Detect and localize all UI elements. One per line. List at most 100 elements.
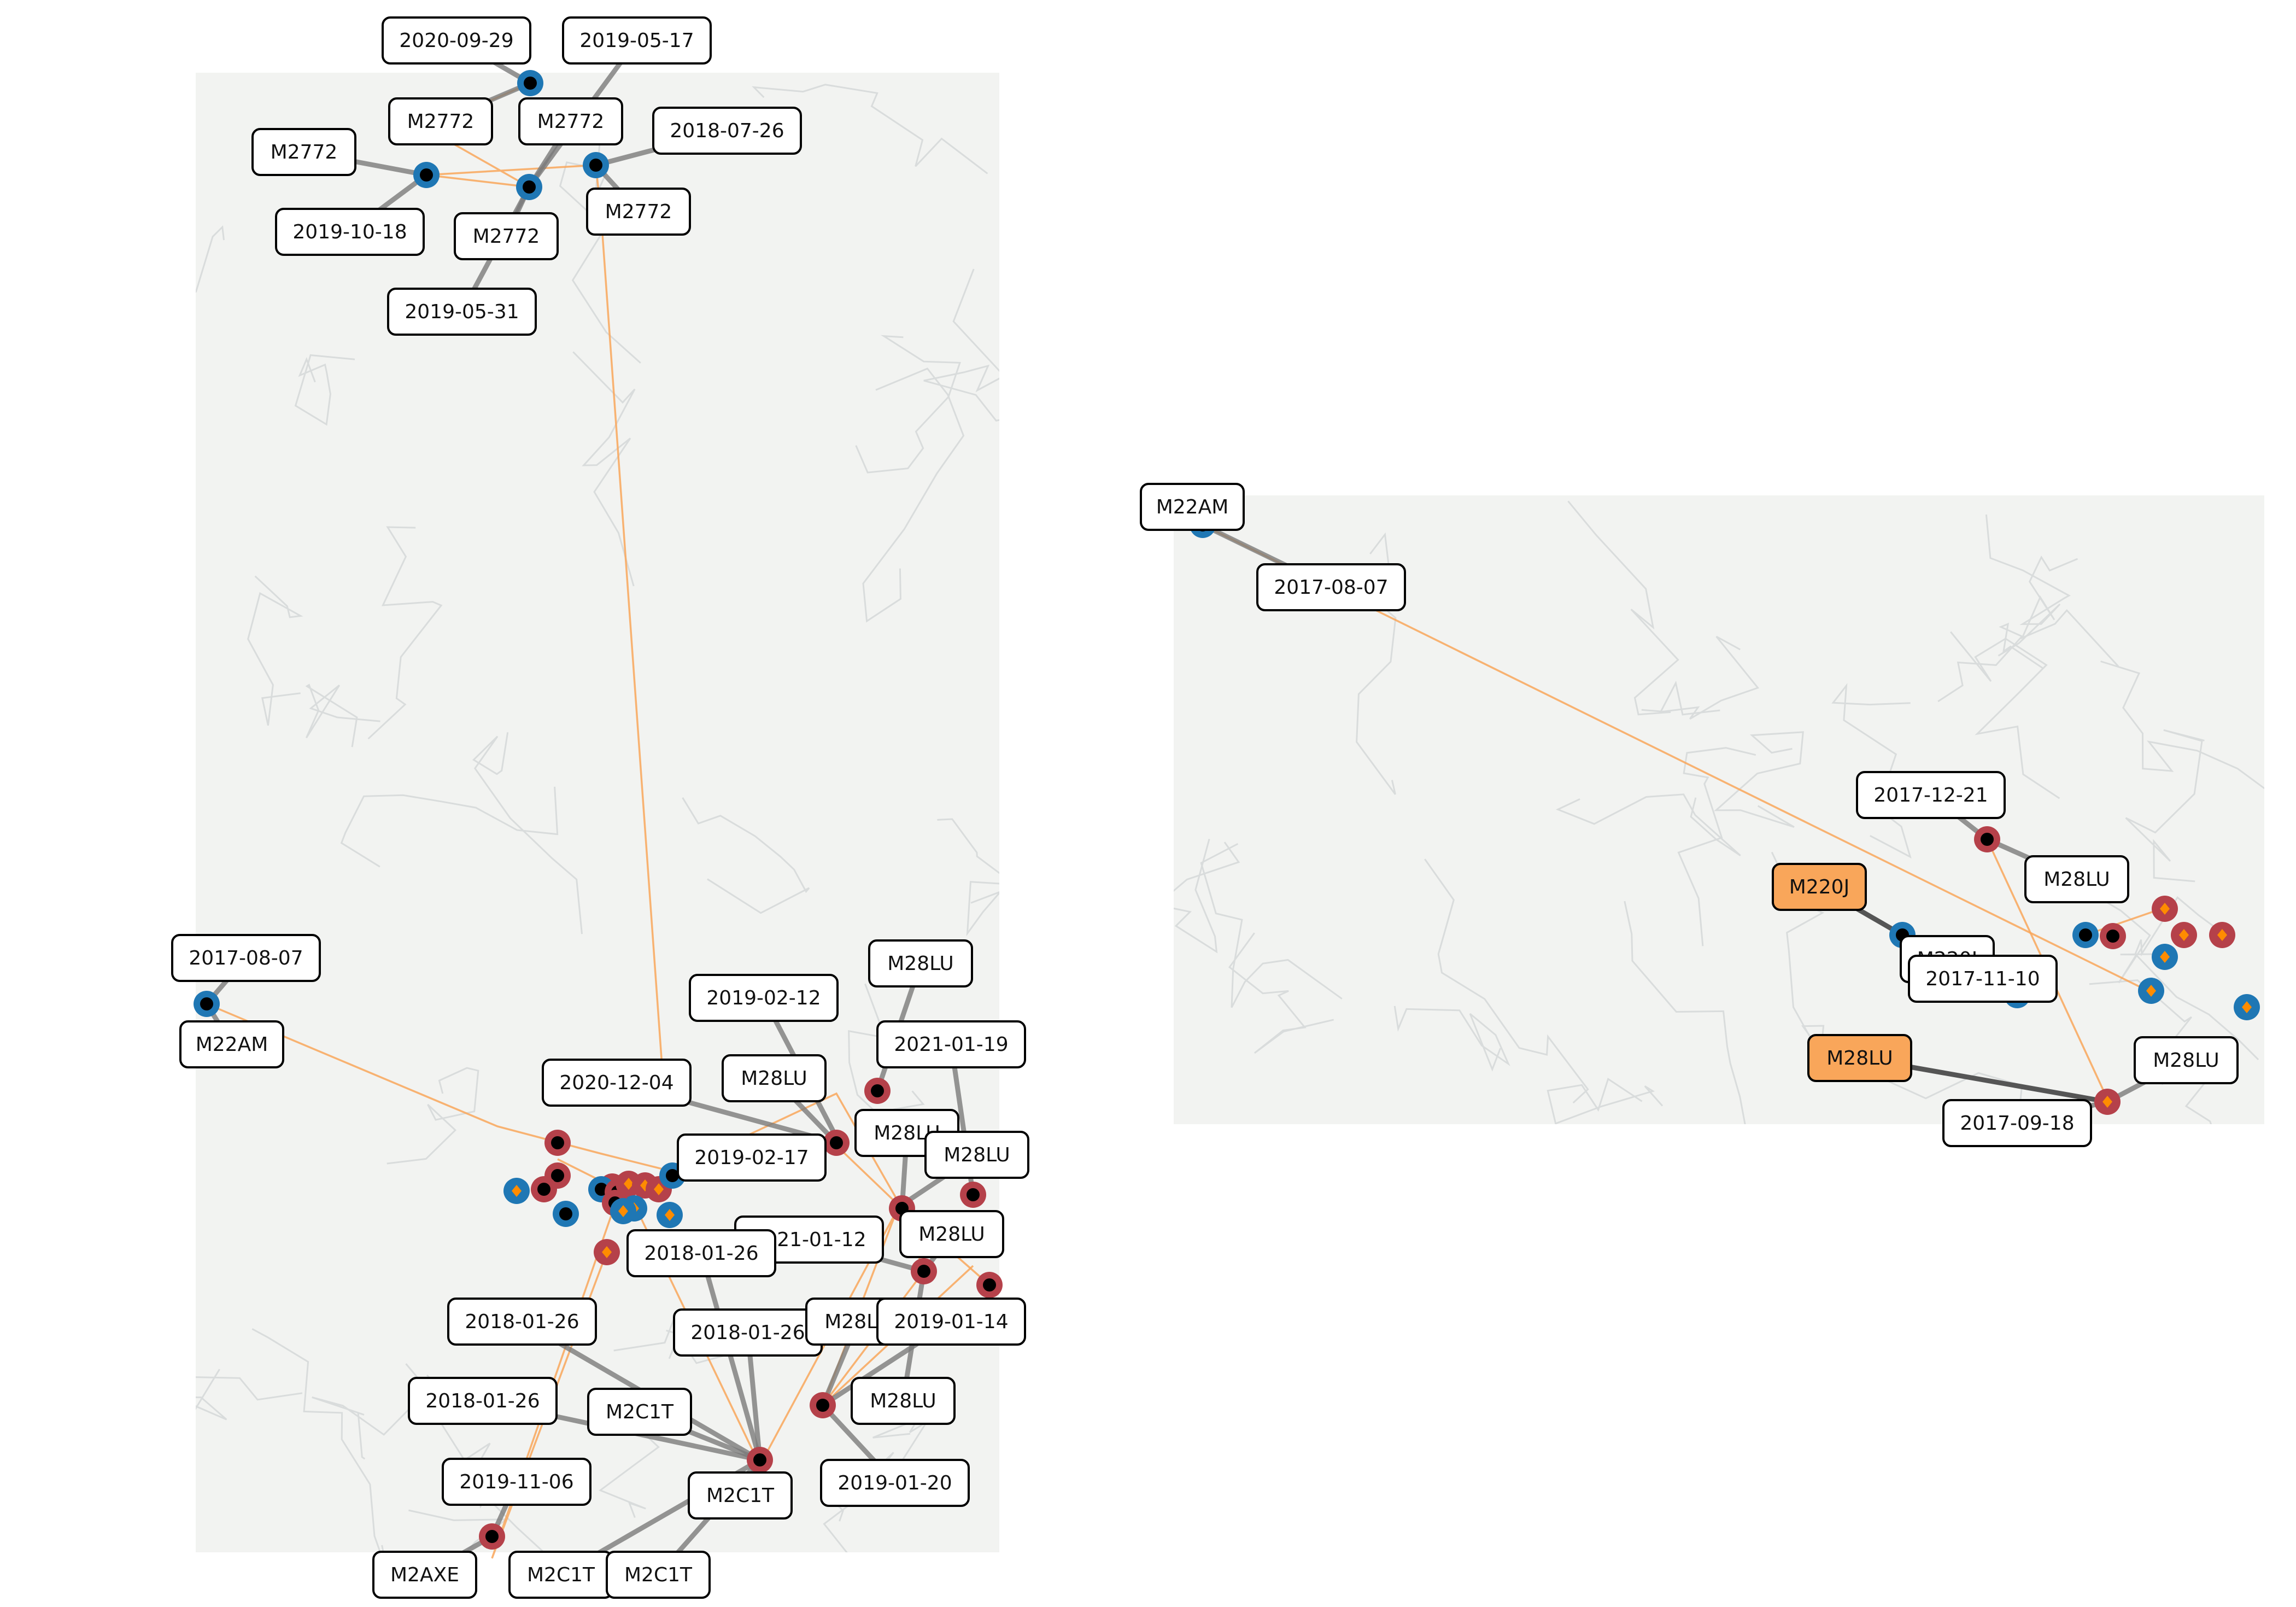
label-text: 2018-01-26 — [644, 1242, 758, 1265]
label-box — [876, 1020, 1026, 1068]
map-label[interactable]: 2019-01-20 — [820, 1459, 970, 1507]
station-marker[interactable] — [1974, 826, 2000, 852]
station-marker[interactable] — [2138, 978, 2164, 1004]
station-marker[interactable] — [2209, 922, 2235, 948]
map-label[interactable]: 2017-12-21 — [1856, 771, 2006, 819]
left-basemap-terrain-lines — [196, 84, 999, 1552]
station-marker[interactable] — [413, 162, 440, 188]
map-label[interactable]: M2AXE — [372, 1551, 477, 1599]
map-label[interactable]: M28LU — [722, 1054, 827, 1102]
map-label[interactable]: 2019-10-18 — [275, 208, 425, 256]
station-center — [551, 1169, 564, 1182]
map-label[interactable]: 2018-01-26 — [626, 1229, 776, 1277]
station-marker[interactable] — [517, 70, 543, 96]
map-label[interactable]: 2019-11-06 — [442, 1458, 591, 1506]
station-center — [559, 1207, 572, 1220]
label-text: 2018-01-26 — [465, 1311, 579, 1333]
station-marker[interactable] — [2234, 994, 2260, 1020]
station-marker[interactable] — [823, 1130, 850, 1156]
station-marker[interactable] — [553, 1201, 579, 1227]
station-marker[interactable] — [583, 152, 609, 178]
label-text: 2019-05-31 — [405, 301, 519, 323]
map-label[interactable]: M28LU — [899, 1210, 1004, 1258]
station-marker[interactable] — [2152, 896, 2178, 922]
map-label[interactable]: M2772 — [454, 212, 559, 260]
station-center — [967, 1188, 980, 1201]
station-center-diamond — [2102, 1096, 2112, 1108]
map-label[interactable]: M2C1T — [587, 1388, 692, 1436]
map-label[interactable]: 2018-01-26 — [408, 1377, 558, 1425]
map-label[interactable]: 2019-02-12 — [689, 974, 839, 1022]
map-label[interactable]: M2772 — [518, 97, 623, 145]
map-label[interactable]: M28LU — [1807, 1034, 1912, 1082]
map-label[interactable]: M2C1T — [688, 1471, 793, 1520]
station-marker[interactable] — [479, 1523, 505, 1550]
map-label[interactable]: 2017-08-07 — [1256, 563, 1406, 611]
label-box — [689, 974, 839, 1022]
map-label[interactable]: 2019-01-14 — [876, 1298, 1026, 1346]
label-text: M28LU — [870, 1390, 936, 1412]
station-marker[interactable] — [864, 1078, 891, 1104]
map-label[interactable]: 2021-01-19 — [876, 1020, 1026, 1068]
station-marker[interactable] — [503, 1178, 530, 1204]
label-text: M28LU — [2153, 1049, 2219, 1072]
station-marker[interactable] — [531, 1176, 557, 1202]
map-label[interactable]: 2019-02-17 — [677, 1133, 827, 1182]
map-label[interactable]: M2772 — [388, 97, 493, 145]
map-label[interactable]: 2018-01-26 — [447, 1298, 597, 1346]
map-label[interactable]: 2018-01-26 — [673, 1308, 823, 1357]
station-marker[interactable] — [960, 1182, 986, 1208]
label-box — [1256, 563, 1406, 611]
label-box — [924, 1131, 1029, 1179]
map-label[interactable]: 2020-09-29 — [382, 16, 531, 65]
station-center-diamond — [2217, 929, 2227, 941]
map-label[interactable]: 2019-05-31 — [387, 288, 537, 336]
label-box — [1772, 863, 1867, 911]
map-label[interactable]: 2017-11-10 — [1908, 955, 2058, 1003]
station-marker[interactable] — [194, 991, 220, 1017]
label-text: 2018-07-26 — [670, 120, 784, 142]
station-marker[interactable] — [2171, 922, 2197, 948]
station-marker[interactable] — [594, 1239, 620, 1265]
map-label[interactable]: 2017-08-07 — [171, 934, 321, 982]
station-marker[interactable] — [2094, 1089, 2121, 1115]
label-box — [677, 1133, 827, 1182]
map-label[interactable]: 2019-05-17 — [562, 16, 712, 65]
label-box — [606, 1551, 711, 1599]
station-marker[interactable] — [544, 1130, 571, 1156]
right-basemap-terrain-lines — [1174, 500, 2264, 1124]
map-label[interactable]: 2017-09-18 — [1942, 1099, 2092, 1147]
station-marker[interactable] — [911, 1258, 937, 1284]
map-label[interactable]: M28LU — [924, 1131, 1029, 1179]
map-label[interactable]: M28LU — [2024, 855, 2129, 903]
station-marker[interactable] — [516, 174, 542, 200]
station-marker[interactable] — [657, 1202, 683, 1228]
map-label[interactable]: M2772 — [586, 188, 691, 236]
station-marker[interactable] — [747, 1447, 773, 1473]
station-marker[interactable] — [2100, 923, 2126, 949]
map-label[interactable]: 2020-12-04 — [542, 1059, 692, 1107]
station-marker[interactable] — [610, 1198, 636, 1224]
label-box — [171, 934, 321, 982]
map-label[interactable]: M220J — [1772, 863, 1867, 911]
label-text: 2019-05-17 — [579, 30, 694, 52]
station-center-diamond — [618, 1205, 628, 1217]
map-label[interactable]: 2018-07-26 — [652, 107, 802, 155]
map-label[interactable]: M22AM — [1140, 483, 1245, 531]
label-box — [868, 939, 973, 987]
station-center — [830, 1136, 843, 1149]
map-label[interactable]: M28LU — [2134, 1036, 2239, 1084]
map-label[interactable]: M2772 — [251, 128, 356, 176]
map-label[interactable]: M28LU — [851, 1377, 956, 1425]
label-text: 2017-08-07 — [189, 947, 303, 969]
station-marker[interactable] — [2152, 944, 2178, 970]
map-label[interactable]: M22AM — [179, 1020, 284, 1068]
station-marker[interactable] — [976, 1272, 1003, 1298]
map-label[interactable]: M2C1T — [606, 1551, 711, 1599]
station-marker[interactable] — [810, 1392, 836, 1418]
label-text: M2C1T — [706, 1485, 775, 1507]
map-label[interactable]: M2C1T — [508, 1551, 613, 1599]
map-label[interactable]: M28LU — [868, 939, 973, 987]
station-marker[interactable] — [2072, 922, 2099, 948]
